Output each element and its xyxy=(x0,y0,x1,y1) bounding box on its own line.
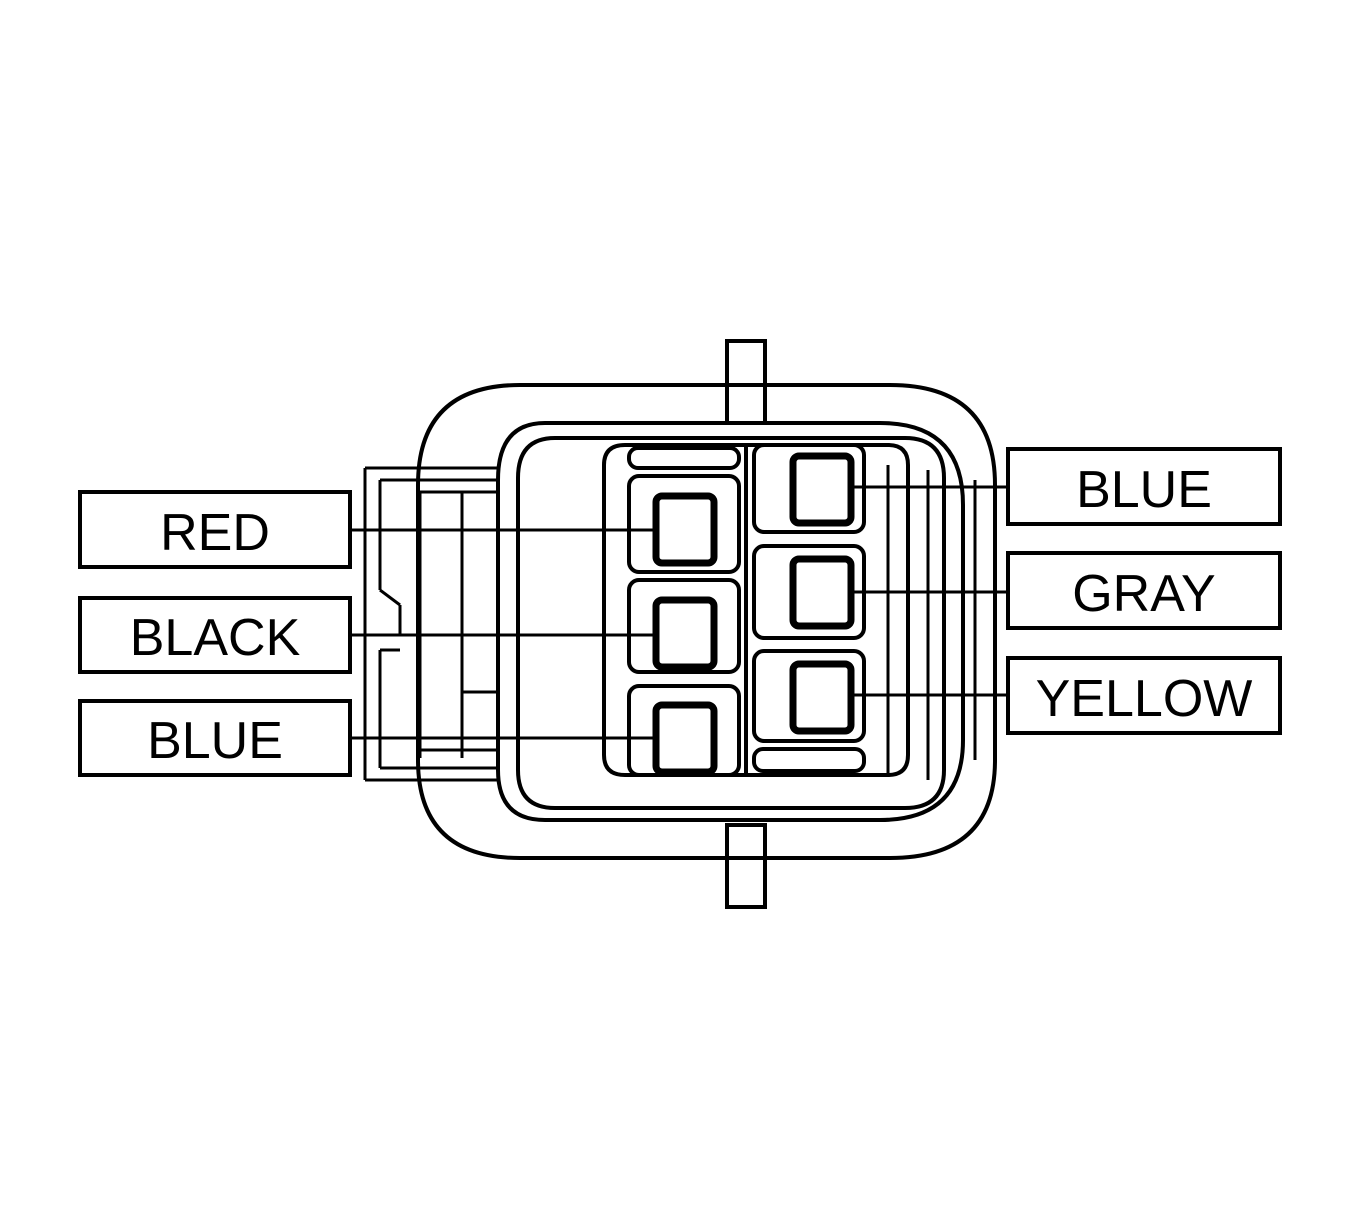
terminal-gray xyxy=(789,555,855,630)
terminal-red xyxy=(652,492,718,567)
svg-text:BLUE: BLUE xyxy=(147,712,283,770)
cavity-left-2 xyxy=(627,578,741,674)
label-yellow: YELLOW xyxy=(1006,656,1282,735)
label-gray: GRAY xyxy=(1006,551,1282,630)
label-blue-right: BLUE xyxy=(1006,447,1282,526)
connector-housing-ring xyxy=(496,421,965,822)
cavity-slot-top-left xyxy=(627,446,741,470)
cavity-left-1 xyxy=(627,474,741,574)
svg-text:BLUE: BLUE xyxy=(1076,461,1212,519)
svg-text:RED: RED xyxy=(160,504,270,562)
svg-text:GRAY: GRAY xyxy=(1072,565,1216,623)
svg-text:BLACK: BLACK xyxy=(130,609,301,667)
top-lock-tab xyxy=(725,339,767,425)
terminal-yellow xyxy=(789,660,855,735)
svg-text:YELLOW: YELLOW xyxy=(1036,670,1253,728)
connector-inner-seal xyxy=(516,436,946,810)
label-red: RED xyxy=(78,490,352,569)
cavity-left-3 xyxy=(627,684,741,777)
connector-housing-outer xyxy=(416,383,997,860)
terminal-black xyxy=(652,596,718,671)
terminal-blue-left xyxy=(652,701,718,776)
cavity-slot-bottom-right xyxy=(752,747,866,773)
label-blue-left: BLUE xyxy=(78,699,352,777)
bottom-lock-tab xyxy=(725,823,767,909)
label-black: BLACK xyxy=(78,596,352,674)
terminal-blue-right xyxy=(789,452,855,527)
left-wire-exit xyxy=(363,466,500,782)
